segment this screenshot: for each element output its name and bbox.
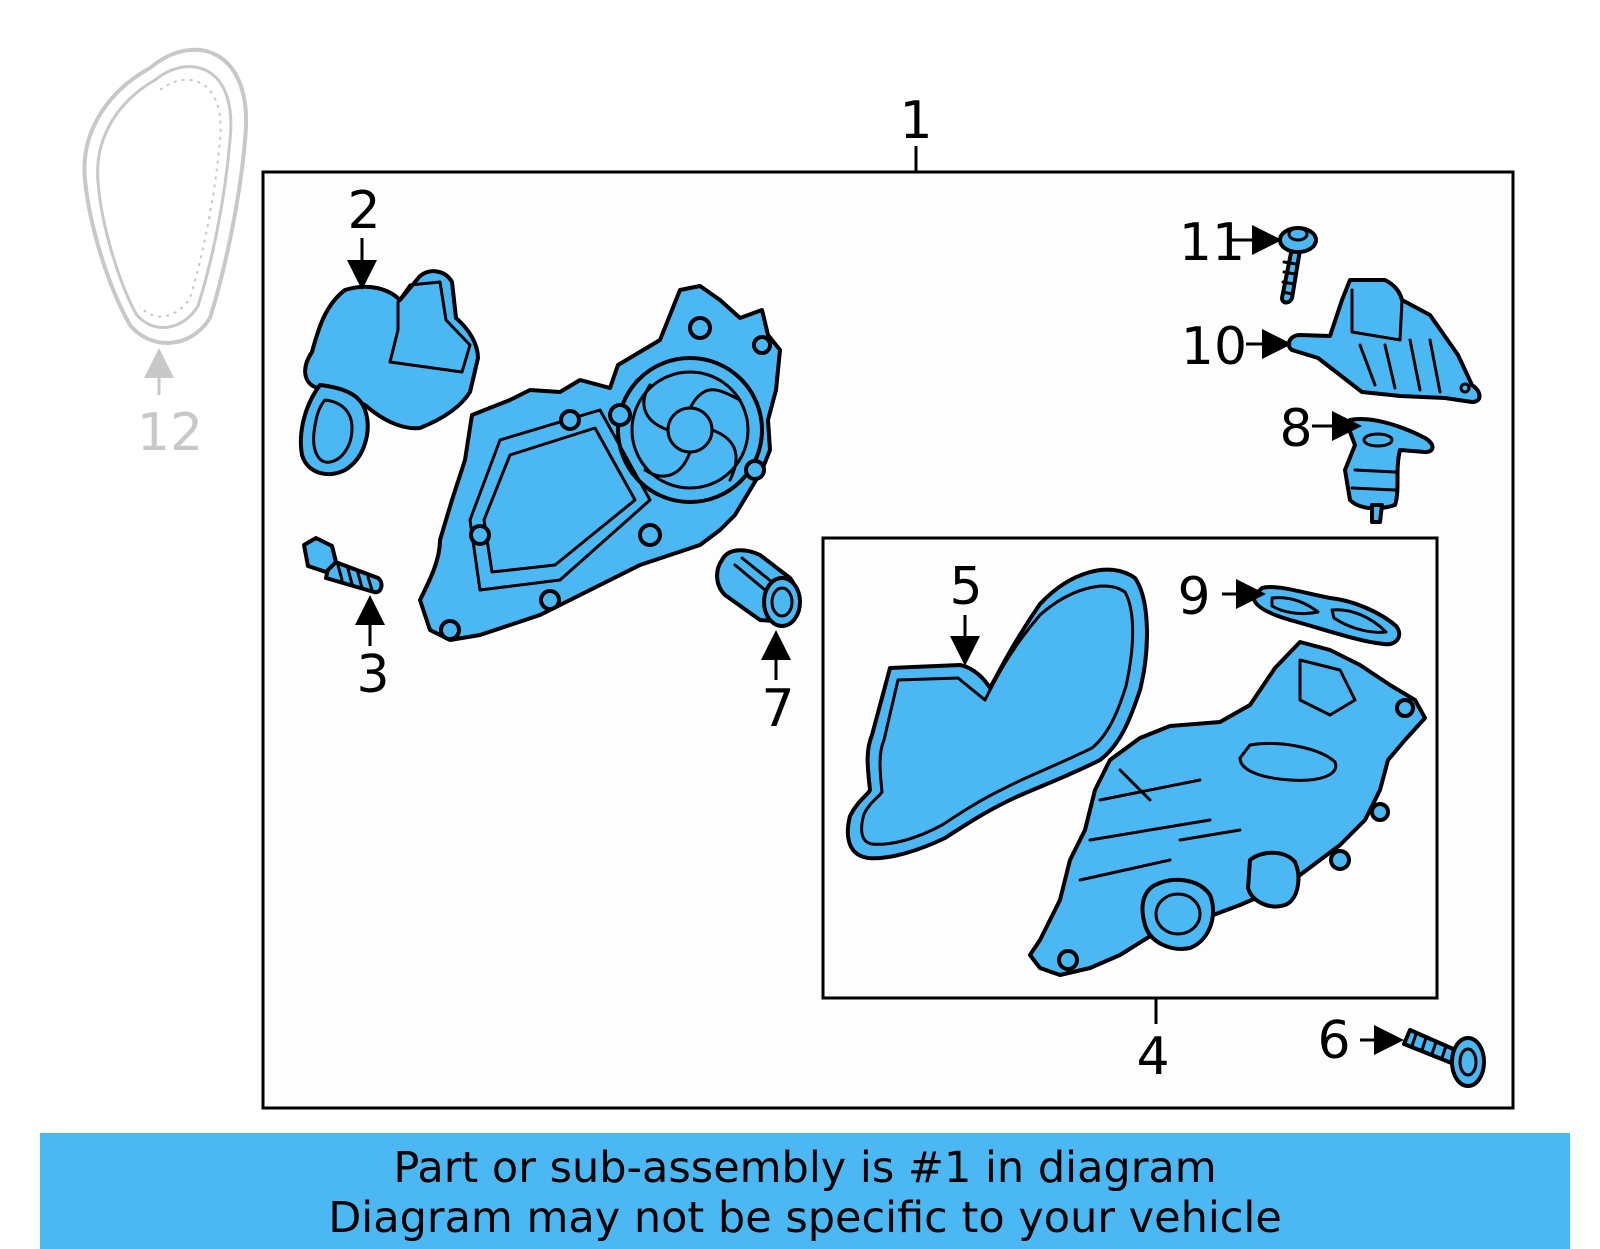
callout-2: 2 <box>347 181 380 241</box>
gasket-part-2 <box>298 269 480 477</box>
drive-belt-part-12 <box>82 47 249 345</box>
bolt-part-3 <box>302 536 384 595</box>
banner-line-2: Diagram may not be specific to your vehi… <box>328 1193 1282 1243</box>
gasket-part-9 <box>1251 584 1402 647</box>
callout-11: 11 <box>1179 213 1245 273</box>
callout-10: 10 <box>1181 317 1247 377</box>
callout-9: 9 <box>1177 567 1210 627</box>
water-pump-housing-part-1 <box>418 284 782 642</box>
callout-7: 7 <box>761 679 794 739</box>
info-banner: Part or sub-assembly is #1 in diagram Di… <box>40 1133 1570 1249</box>
callout-4: 4 <box>1136 1027 1169 1087</box>
gasket-part-5 <box>845 567 1149 861</box>
thermostat-part-8 <box>1343 417 1435 524</box>
bolt-part-6 <box>1402 1028 1486 1088</box>
callout-12: 12 <box>137 403 203 463</box>
callout-3: 3 <box>356 645 389 705</box>
callout-8: 8 <box>1279 399 1312 459</box>
assembly-4-box <box>821 536 1439 1000</box>
water-pump-subassembly-part-4 <box>1028 640 1427 977</box>
callout-5: 5 <box>949 557 982 617</box>
assembly-1-box <box>261 170 1515 1110</box>
plug-part-7 <box>715 548 802 628</box>
banner-line-1: Part or sub-assembly is #1 in diagram <box>393 1143 1217 1193</box>
callout-1: 1 <box>899 91 932 151</box>
callout-6: 6 <box>1317 1011 1350 1071</box>
